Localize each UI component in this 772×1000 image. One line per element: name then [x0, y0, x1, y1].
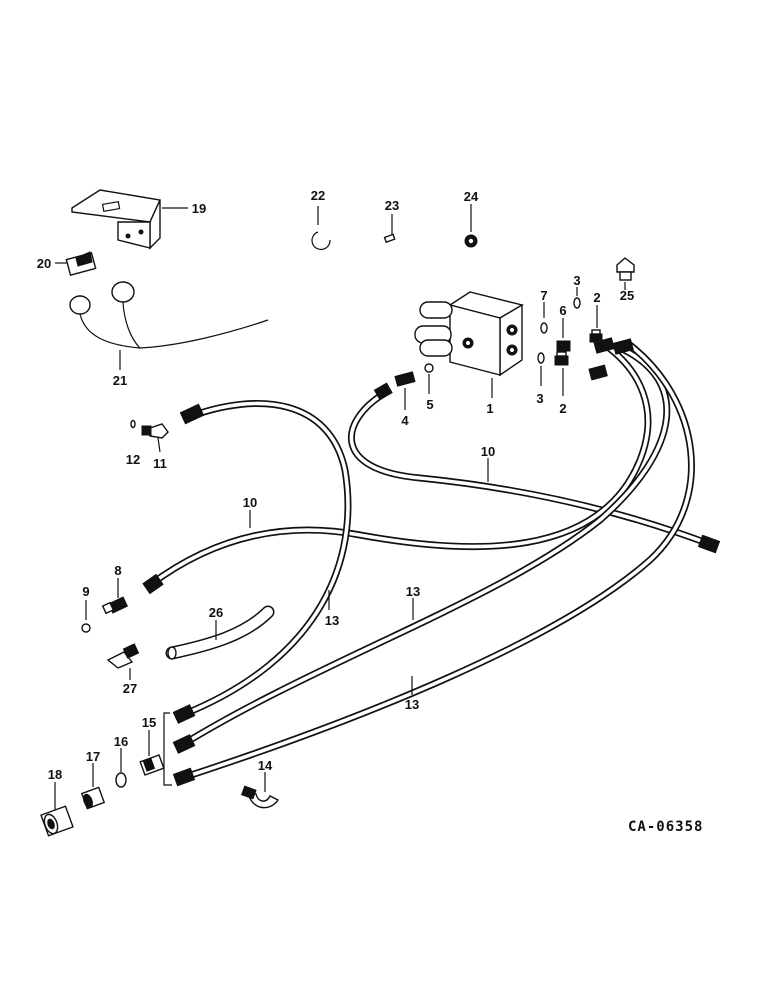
hose-13-bottom — [178, 341, 695, 782]
cap-18 — [40, 805, 74, 837]
tee-15 — [139, 712, 172, 786]
adapter-8 — [101, 596, 129, 615]
nut-24 — [464, 234, 478, 248]
callout-20: 20 — [37, 256, 51, 271]
drawing-code: CA-06358 — [628, 819, 703, 835]
adapter-17 — [80, 786, 106, 810]
snap-ring-22 — [311, 231, 331, 251]
elbow-11 — [141, 423, 169, 439]
hose-end-fittings — [142, 337, 721, 787]
callout-19: 19 — [192, 201, 206, 216]
bracket-19 — [71, 189, 162, 250]
callout-13b: 13 — [406, 584, 420, 599]
callout-1: 1 — [486, 401, 493, 416]
pin-23 — [383, 233, 396, 244]
callout-26: 26 — [209, 605, 223, 620]
fitting-2-lower — [554, 351, 569, 366]
oring-9 — [81, 623, 91, 633]
oring-7 — [540, 322, 548, 334]
callouts: 1 2 2 3 3 4 5 6 7 8 9 10 10 11 12 13 13 … — [37, 188, 634, 782]
oring-16 — [115, 772, 127, 788]
callout-25: 25 — [620, 288, 634, 303]
callout-21: 21 — [113, 373, 127, 388]
callout-10a: 10 — [481, 444, 495, 459]
switch-20 — [65, 251, 97, 276]
fitting-6 — [556, 340, 571, 352]
callout-27: 27 — [123, 681, 137, 696]
fitting-2-top — [589, 329, 603, 343]
elbow-27 — [106, 643, 140, 669]
callout-7: 7 — [540, 288, 547, 303]
plug-25 — [616, 257, 635, 281]
callout-16: 16 — [114, 734, 128, 749]
callout-18: 18 — [48, 767, 62, 782]
coupler-1 — [414, 291, 524, 377]
callout-11: 11 — [153, 456, 167, 471]
callout-3a: 3 — [573, 273, 580, 288]
callout-12: 12 — [126, 452, 140, 467]
callout-17: 17 — [86, 749, 100, 764]
callout-3b: 3 — [536, 391, 543, 406]
hoses — [146, 341, 716, 782]
oring-12 — [130, 419, 136, 429]
callout-14: 14 — [258, 758, 273, 773]
callout-22: 22 — [311, 188, 325, 203]
clamp-14 — [241, 785, 280, 809]
callout-23: 23 — [385, 198, 399, 213]
callout-15: 15 — [142, 715, 156, 730]
callout-6: 6 — [559, 303, 566, 318]
callout-24: 24 — [464, 189, 479, 204]
callout-8: 8 — [114, 563, 121, 578]
callout-13a: 13 — [325, 613, 339, 628]
callout-9: 9 — [82, 584, 89, 599]
callout-5: 5 — [426, 397, 433, 412]
harness-21 — [69, 281, 269, 349]
callout-4: 4 — [401, 413, 409, 428]
fitting-4 — [394, 371, 416, 387]
callout-2b: 2 — [559, 401, 566, 416]
callout-2a: 2 — [593, 290, 600, 305]
callout-10b: 10 — [243, 495, 257, 510]
oring-3-top — [573, 297, 581, 309]
oring-5 — [424, 363, 434, 373]
oring-3-lower — [537, 352, 545, 364]
callout-13c: 13 — [405, 697, 419, 712]
leader-lines — [54, 204, 626, 810]
